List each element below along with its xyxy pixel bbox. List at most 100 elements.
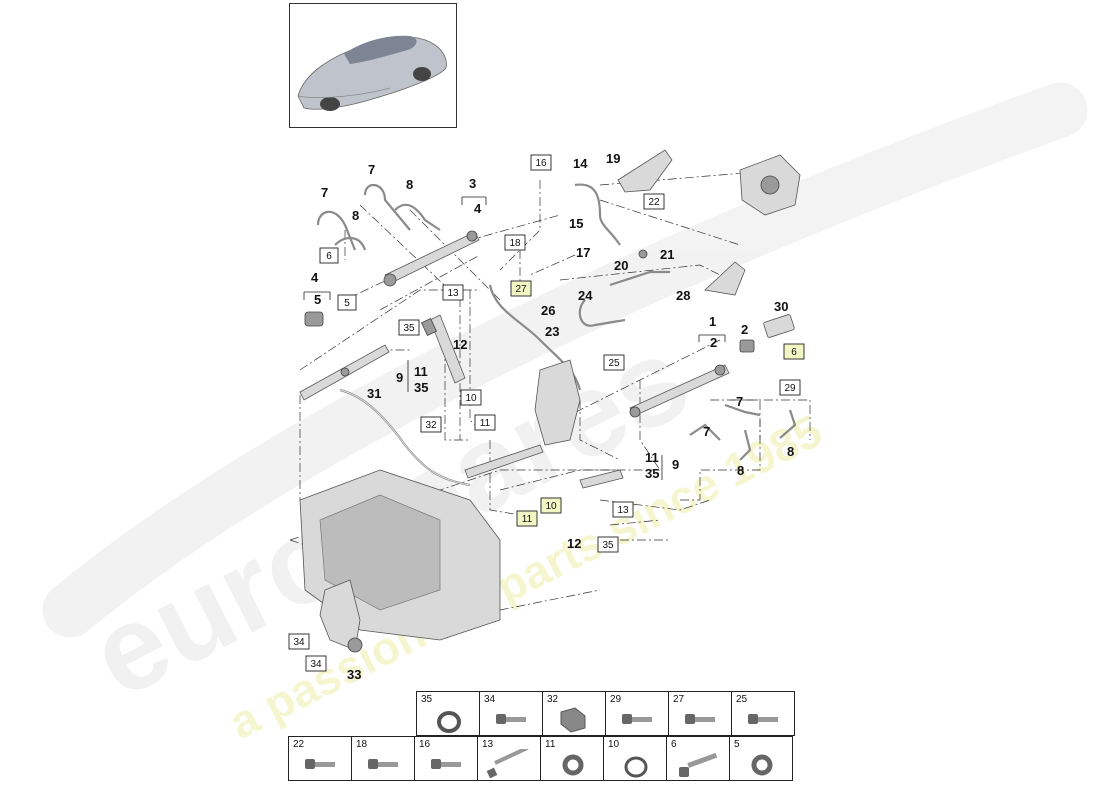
fuel-line-20 [609,270,670,287]
legend-cell: 13 [477,736,541,781]
callout-14: 14 [573,156,588,171]
ref-box-13: 13 [447,288,459,299]
bracket-19 [617,149,673,193]
callout-8: 8 [352,208,359,223]
callout-8: 8 [406,177,413,192]
seal-ring-icon [751,754,773,776]
ref-box-22: 22 [648,197,660,208]
fasteners-legend: 35 34 32 29 27 25 22 18 [288,691,813,784]
fuel-line-7a [316,210,357,251]
callout-8: 8 [787,444,794,459]
ref-box-32: 32 [425,420,437,431]
bolt-icon [431,759,461,769]
ref-box-25: 25 [608,358,620,369]
callout-12: 12 [567,536,581,551]
ref-box-35: 35 [403,323,415,334]
fuel-line-24 [578,299,626,327]
callout-31: 31 [367,386,381,401]
callout-35: 35 [645,466,659,481]
callout-4: 4 [474,201,482,216]
fuel-rail-lower-left [299,344,390,401]
legend-cell: 35 [416,691,480,736]
callout-7: 7 [321,185,328,200]
long-bolt-icon [679,752,718,777]
fuel-line-8d [779,409,797,439]
callout-17: 17 [576,245,590,260]
callout-9: 9 [672,457,679,472]
ref-box-13: 13 [617,505,629,516]
callout-24: 24 [578,288,593,303]
fuel-rail-right [629,364,730,418]
callout-19: 19 [606,151,620,166]
callout-3: 3 [469,176,476,191]
callout-5: 5 [314,292,321,307]
callout-33: 33 [347,667,361,682]
ref-box-16: 16 [535,158,547,169]
ref-box-11: 11 [522,514,533,525]
legend-row-2: 22 18 16 13 11 10 6 5 [288,736,793,781]
callout-12: 12 [453,337,467,352]
injector-right [579,469,624,489]
callout-8: 8 [737,463,744,478]
fuel-line-7c [689,423,721,441]
callout-28: 28 [676,288,690,303]
ref-box-10: 10 [465,393,477,404]
callout-7: 7 [736,394,743,409]
engine-mount-center [534,359,581,446]
legend-cell: 29 [605,691,669,736]
legend-cell: 10 [603,736,667,781]
cover-30 [763,314,795,338]
callout-26: 26 [541,303,555,318]
fuel-rail-left [383,230,480,287]
fuel-line-8b [394,203,441,231]
fuel-line-8c [739,429,752,461]
callout-1: 1 [709,314,716,329]
fuel-line-7b [363,184,411,231]
ref-box-5: 5 [344,298,350,309]
callout-2: 2 [741,322,748,337]
legend-cell: 25 [731,691,795,736]
ref-box-11: 11 [480,418,491,429]
parts [299,149,801,653]
legend-cell: 11 [540,736,604,781]
reference-boxes: 6 5 35 13 10 11 32 16 18 27 22 25 6 29 1… [288,154,805,672]
callout-23: 23 [545,324,559,339]
bolt-icon [368,759,398,769]
o-ring-icon [624,756,648,778]
o-ring-icon [437,711,461,733]
sensor-2 [739,339,755,353]
ref-box-6: 6 [326,251,332,262]
callout-21: 21 [660,247,674,262]
seal-ring-icon [562,754,584,776]
callout-20: 20 [614,258,628,273]
long-bolt-icon [486,749,529,779]
callout-11: 11 [414,364,428,379]
callout-4: 4 [311,270,319,285]
bolt-icon [622,714,652,724]
fuel-line-8a [334,237,367,251]
ref-box-27: 27 [515,284,527,295]
ref-box-34: 34 [293,637,305,648]
bolt-icon [748,714,778,724]
ref-box-34: 34 [310,659,322,670]
ref-box-10: 10 [545,501,557,512]
fuel-line-14 [574,183,621,246]
fuel-line-7d [724,403,761,417]
ref-box-18: 18 [509,238,521,249]
legend-cell: 18 [351,736,415,781]
ref-box-6: 6 [791,347,797,358]
legend-cell: 16 [414,736,478,781]
callout-35: 35 [414,380,428,395]
legend-cell: 32 [542,691,606,736]
sensor-4 [304,311,324,327]
bushing-33 [347,637,363,653]
bolt-icon [496,714,526,724]
legend-cell: 27 [668,691,732,736]
injector-left [420,314,466,384]
legend-cell: 22 [288,736,352,781]
legend-cell: 34 [479,691,543,736]
leader-lines [303,196,726,480]
rail-32 [464,444,544,479]
callout-11: 11 [645,450,659,465]
